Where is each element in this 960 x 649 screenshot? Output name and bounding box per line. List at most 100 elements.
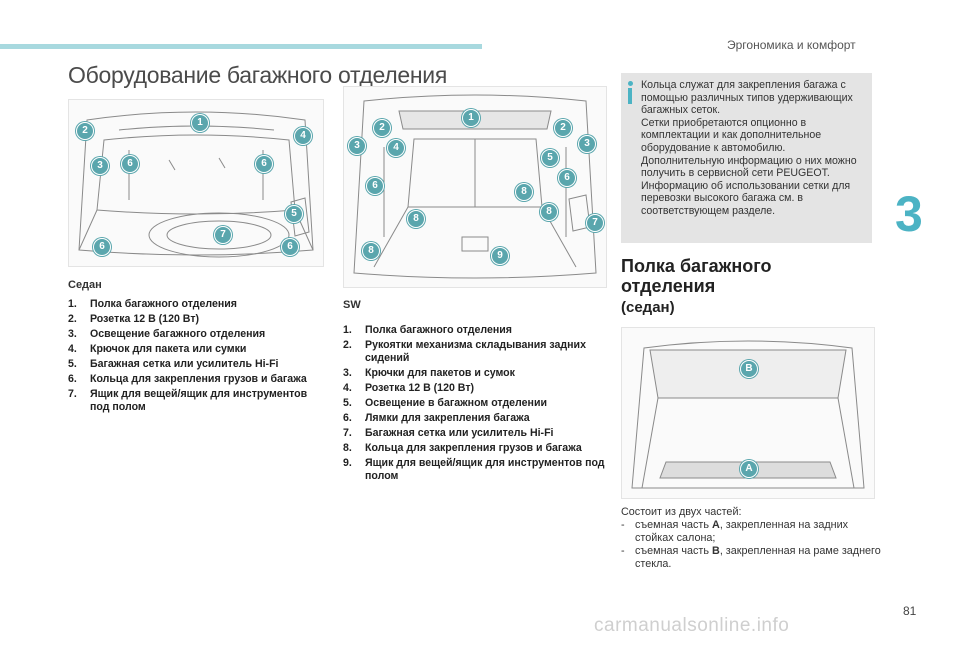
callout-badge: 7 xyxy=(214,226,232,244)
legend-number: 5. xyxy=(343,397,352,409)
legend-text: Рукоятки механизма складывания задних си… xyxy=(365,339,586,364)
shelf-subheading: (седан) xyxy=(621,299,675,316)
callout-badge: 6 xyxy=(558,169,576,187)
callout-badge: 2 xyxy=(76,122,94,140)
legend-number: 1. xyxy=(343,324,352,336)
legend-text: Багажная сетка или усилитель Hi-Fi xyxy=(365,427,554,439)
page-title: Оборудование багажного отделения xyxy=(68,62,447,88)
callout-badge: 8 xyxy=(515,183,533,201)
sw-legend-item: 1. Полка багажного отделения xyxy=(343,324,605,337)
callout-badge: 1 xyxy=(462,109,480,127)
sedan-legend-item: 7. Ящик для вещей/ящик для инструментов п… xyxy=(68,388,322,414)
sw-legend-list: 1. Полка багажного отделения 2. Рукоятки ме… xyxy=(343,324,605,485)
shelf-bullets: -съемная часть A, закрепленная на задних… xyxy=(621,519,881,571)
bullet-dash: - xyxy=(621,545,625,557)
bullet-dash: - xyxy=(621,519,625,531)
callout-badge: 8 xyxy=(362,242,380,260)
sw-legend-item: 2. Рукоятки механизма складывания задних … xyxy=(343,339,605,365)
shelf-description: Состоит из двух частей: -съемная часть A… xyxy=(621,506,881,571)
legend-text: Ящик для вещей/ящик для инструментов под… xyxy=(365,457,605,482)
bullet-text: съемная часть xyxy=(635,545,712,557)
legend-number: 6. xyxy=(343,412,352,424)
legend-number: 1. xyxy=(68,298,77,310)
shelf-bullet: -съемная часть B, закрепленная на раме з… xyxy=(621,545,881,571)
callout-badge: 7 xyxy=(586,214,604,232)
callout-badge: 3 xyxy=(348,137,366,155)
legend-number: 2. xyxy=(68,313,77,325)
callout-badge: 2 xyxy=(554,119,572,137)
callout-badge: 3 xyxy=(91,157,109,175)
callout-badge: 6 xyxy=(366,177,384,195)
callout-badge: 9 xyxy=(491,247,509,265)
bullet-key: B xyxy=(712,545,720,557)
bullet-text: , закрепленная на раме заднего стекла. xyxy=(635,545,881,570)
sedan-legend-item: 5. Багажная сетка или усилитель Hi-Fi xyxy=(68,358,322,371)
shelf-intro: Состоит из двух частей: xyxy=(621,506,742,518)
legend-text: Лямки для закрепления багажа xyxy=(365,412,530,424)
legend-text: Крючок для пакета или сумки xyxy=(90,343,247,355)
section-label: Эргономика и комфорт xyxy=(727,38,856,52)
legend-text: Кольца для закрепления грузов и багажа xyxy=(365,442,582,454)
legend-number: 4. xyxy=(68,343,77,355)
callout-badge: 6 xyxy=(255,155,273,173)
legend-number: 3. xyxy=(68,328,77,340)
sw-legend-item: 4. Розетка 12 В (120 Вт) xyxy=(343,382,605,395)
info-icon xyxy=(627,81,633,105)
info-box: Кольца служат для закрепления багажа с п… xyxy=(621,73,872,243)
legend-number: 9. xyxy=(343,457,352,469)
shelf-bullet: -съемная часть A, закрепленная на задних… xyxy=(621,519,881,545)
bullet-key: A xyxy=(712,519,720,531)
sw-legend-item: 3. Крючки для пакетов и сумок xyxy=(343,367,605,380)
sw-caption: SW xyxy=(343,299,361,311)
sw-legend-item: 7. Багажная сетка или усилитель Hi-Fi xyxy=(343,427,605,440)
sw-legend-item: 9. Ящик для вещей/ящик для инструментов п… xyxy=(343,457,605,483)
callout-badge: 2 xyxy=(373,119,391,137)
sw-legend-item: 5. Освещение в багажном отделении xyxy=(343,397,605,410)
legend-number: 5. xyxy=(68,358,77,370)
sedan-legend-item: 1. Полка багажного отделения xyxy=(68,298,322,311)
sedan-legend-item: 4. Крючок для пакета или сумки xyxy=(68,343,322,356)
legend-text: Полка багажного отделения xyxy=(365,324,512,336)
callout-badge: B xyxy=(740,360,758,378)
top-accent-bar xyxy=(0,44,482,49)
legend-number: 7. xyxy=(343,427,352,439)
chapter-number: 3 xyxy=(895,186,923,242)
callout-badge: 6 xyxy=(121,155,139,173)
legend-text: Розетка 12 В (120 Вт) xyxy=(90,313,200,325)
page-number: 81 xyxy=(903,604,917,618)
watermark: carmanualsonline.info xyxy=(594,615,790,636)
legend-text: Ящик для вещей/ящик для инструментов под… xyxy=(90,388,308,413)
callout-badge: 4 xyxy=(294,127,312,145)
sedan-caption: Седан xyxy=(68,279,102,291)
info-text: Кольца служат для закрепления багажа с п… xyxy=(641,79,857,217)
callout-badge: 3 xyxy=(578,135,596,153)
legend-number: 6. xyxy=(68,373,77,385)
legend-number: 8. xyxy=(343,442,352,454)
callout-badge: 8 xyxy=(540,203,558,221)
sedan-legend-list: 1. Полка багажного отделения 2. Розетка 12 … xyxy=(68,298,322,416)
legend-text: Кольца для закрепления грузов и багажа xyxy=(90,373,307,385)
legend-text: Освещение в багажном отделении xyxy=(365,397,547,409)
sedan-legend-item: 3. Освещение багажного отделения xyxy=(68,328,322,341)
callout-badge: 4 xyxy=(387,139,405,157)
shelf-heading: Полка багажного отделения xyxy=(621,256,772,296)
legend-number: 7. xyxy=(68,388,77,400)
legend-text: Багажная сетка или усилитель Hi-Fi xyxy=(90,358,279,370)
callout-badge: 5 xyxy=(285,205,303,223)
legend-text: Полка багажного отделения xyxy=(90,298,237,310)
legend-text: Крючки для пакетов и сумок xyxy=(365,367,515,379)
callout-badge: 6 xyxy=(281,238,299,256)
bullet-text: , закрепленная на задних стойках салона; xyxy=(635,519,849,544)
legend-text: Розетка 12 В (120 Вт) xyxy=(365,382,475,394)
sw-legend-item: 8. Кольца для закрепления грузов и багажа xyxy=(343,442,605,455)
callout-badge: 8 xyxy=(407,210,425,228)
legend-number: 3. xyxy=(343,367,352,379)
callout-badge: 6 xyxy=(93,238,111,256)
legend-number: 4. xyxy=(343,382,352,394)
callout-badge: A xyxy=(740,460,758,478)
legend-text: Освещение багажного отделения xyxy=(90,328,266,340)
legend-number: 2. xyxy=(343,339,352,351)
